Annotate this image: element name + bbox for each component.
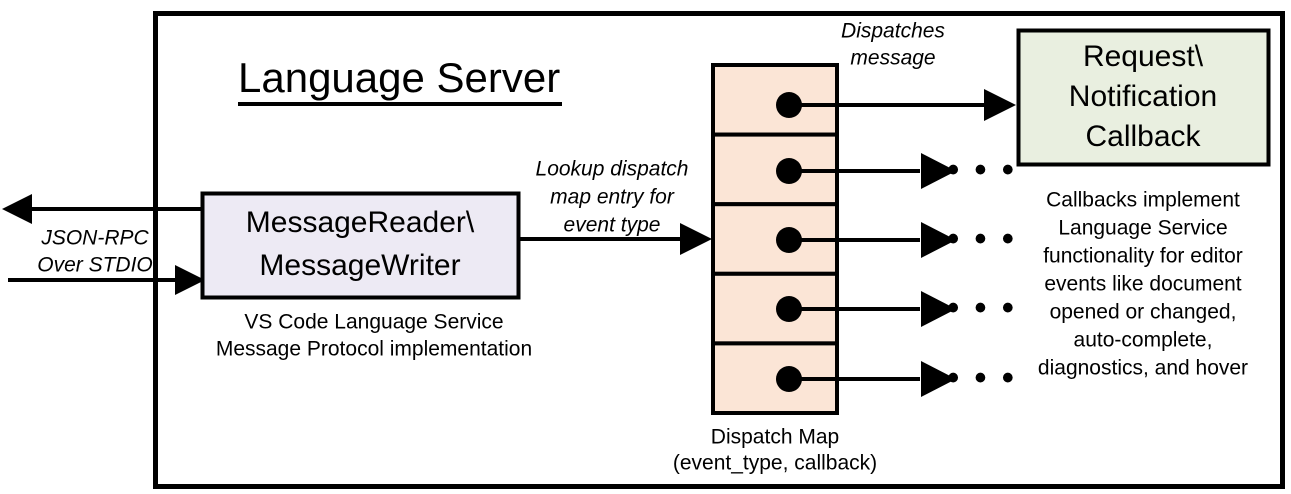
callback-box-line2: Notification [1069,80,1217,113]
dispatch-annotation-line2: message [850,47,935,70]
dispatch-row-5-ellipsis: • • • [947,359,1017,397]
arrow-left-out-icon [2,194,32,224]
dispatch-map-caption-line1: Dispatch Map [711,426,839,449]
callback-box-line3: Callback [1085,120,1201,153]
page-title: Language Server [238,54,560,101]
arrow-dispatch-row-2-icon [921,153,956,189]
request-notification-callback-box[interactable] [1016,28,1271,167]
arrow-dispatch-to-callback-icon [984,89,1016,121]
message-reader-writer-box[interactable] [200,191,521,300]
callback-caption-line5: opened or changed, [1050,301,1237,324]
arrow-right-in-icon [175,265,205,295]
lookup-annotation-line2: map entry for [550,186,675,209]
callback-caption-line7: diagnostics, and hover [1038,357,1248,380]
callback-caption-line3: functionality for editor [1043,245,1243,268]
arrow-dispatch-row-5-icon [921,361,956,397]
callback-box-line1: Request\ [1083,40,1204,73]
arrow-dispatch-row-4-icon [921,291,956,327]
jsonrpc-label-line1: JSON-RPC [40,227,149,250]
dispatch-map-row[interactable] [711,63,839,137]
callback-caption-line2: Language Service [1058,217,1227,240]
arrow-dispatch-row-3-icon [921,222,956,258]
lookup-annotation-line1: Lookup dispatch [536,158,689,181]
dispatch-row-2-ellipsis: • • • [947,151,1017,189]
arrow-lookup-dispatch-icon [680,223,712,255]
jsonrpc-label-line2: Over STDIO [37,254,153,277]
callback-caption-line1: Callbacks implement [1046,189,1240,212]
callback-caption-line4: events like document [1044,273,1241,296]
message-box-line2: MessageWriter [259,249,460,282]
dispatch-row-3-ellipsis: • • • [947,220,1017,258]
message-box-caption-line2: Message Protocol implementation [216,338,532,361]
message-box-caption-line1: VS Code Language Service [244,311,503,334]
language-server-container [153,11,1285,489]
message-box-line1: MessageReader\ [246,206,475,239]
dispatch-row-4-ellipsis: • • • [947,289,1017,327]
dispatch-annotation-line1: Dispatches [841,20,945,43]
dispatch-map-caption-line2: (event_type, callback) [673,452,877,475]
lookup-annotation-line3: event type [564,214,661,237]
callback-caption-line6: auto-complete, [1074,329,1213,352]
